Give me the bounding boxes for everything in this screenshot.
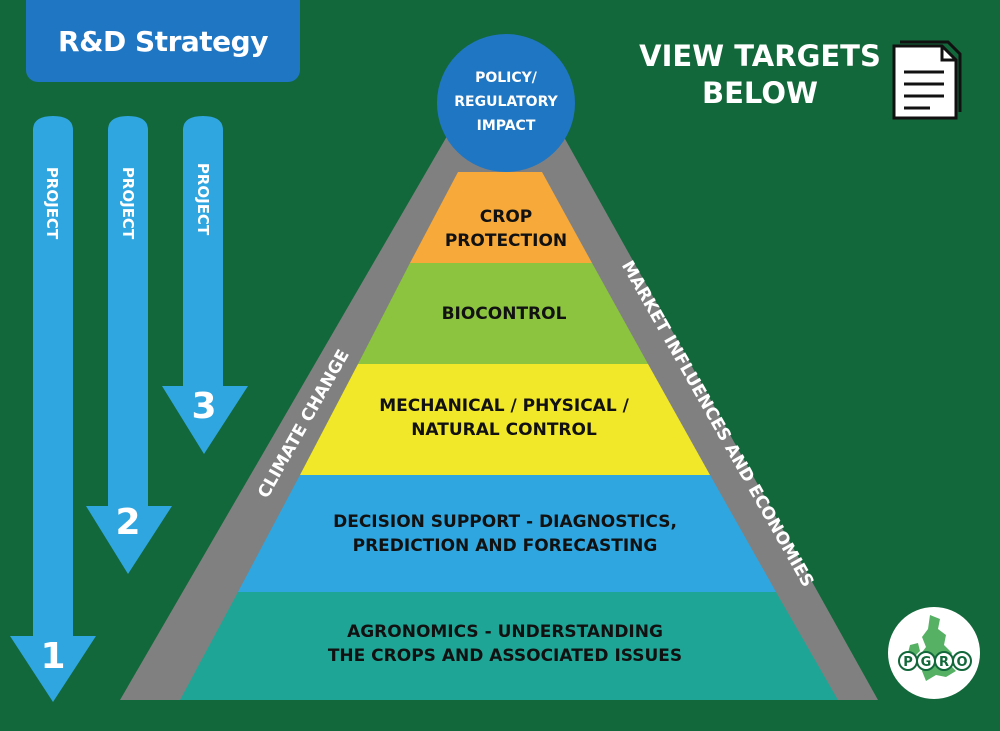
- policy-circle: [437, 34, 575, 172]
- tier-agronomics-shape: [180, 592, 838, 700]
- project-arrow-2: [86, 116, 172, 574]
- project-2-number: 2: [115, 502, 141, 543]
- logo-letter-p: P: [903, 655, 913, 670]
- tier-agronomics-line1: AGRONOMICS - UNDERSTANDING: [347, 622, 663, 642]
- title-banner: R&D Strategy: [26, 0, 300, 82]
- policy-line3: IMPACT: [476, 118, 536, 134]
- project-3-label: PROJECT: [194, 162, 212, 236]
- policy-line2: REGULATORY: [454, 94, 558, 110]
- project-arrow-3: [162, 116, 248, 454]
- page-title: R&D Strategy: [58, 24, 268, 58]
- tier-crop-protection-line1: CROP: [479, 207, 533, 227]
- project-2-label: PROJECT: [119, 166, 137, 240]
- tier-agronomics: AGRONOMICS - UNDERSTANDING THE CROPS AND…: [270, 620, 740, 668]
- logo-letter-o: O: [956, 655, 967, 670]
- tier-crop-protection: CROP PROTECTION: [426, 205, 586, 253]
- tier-crop-protection-line2: PROTECTION: [444, 231, 568, 251]
- project-3-number: 3: [191, 386, 217, 427]
- logo-letter-g: G: [921, 655, 932, 670]
- tier-mechanical-shape: [300, 364, 710, 475]
- pgro-logo[interactable]: P G R O: [886, 605, 982, 701]
- tier-decision-support-shape: [238, 475, 776, 592]
- project-arrow-1: [10, 116, 96, 702]
- tier-mechanical-line1: MECHANICAL / PHYSICAL /: [379, 396, 629, 416]
- project-1-number: 1: [40, 636, 66, 677]
- view-targets-line1: VIEW TARGETS: [639, 39, 881, 73]
- tier-decision-support-line2: PREDICTION AND FORECASTING: [352, 536, 658, 556]
- policy-regulatory-label: POLICY/ REGULATORY IMPACT: [440, 66, 572, 138]
- policy-line1: POLICY/: [475, 70, 537, 86]
- tier-mechanical-control: MECHANICAL / PHYSICAL / NATURAL CONTROL: [336, 394, 672, 442]
- tier-biocontrol-line1: BIOCONTROL: [441, 304, 567, 324]
- tier-crop-protection-shape: [410, 172, 592, 263]
- tier-mechanical-line2: NATURAL CONTROL: [411, 420, 597, 440]
- document-icon[interactable]: [890, 40, 962, 122]
- logo-letter-r: R: [939, 655, 949, 670]
- tier-biocontrol: BIOCONTROL: [404, 302, 604, 326]
- tier-agronomics-line2: THE CROPS AND ASSOCIATED ISSUES: [327, 646, 683, 666]
- view-targets-line2: BELOW: [702, 76, 818, 110]
- project-1-label: PROJECT: [43, 166, 61, 240]
- tier-biocontrol-shape: [358, 263, 648, 364]
- view-targets-link[interactable]: VIEW TARGETS BELOW: [632, 38, 888, 112]
- tier-decision-support-line1: DECISION SUPPORT - DIAGNOSTICS,: [333, 512, 677, 532]
- tier-decision-support: DECISION SUPPORT - DIAGNOSTICS, PREDICTI…: [290, 510, 720, 558]
